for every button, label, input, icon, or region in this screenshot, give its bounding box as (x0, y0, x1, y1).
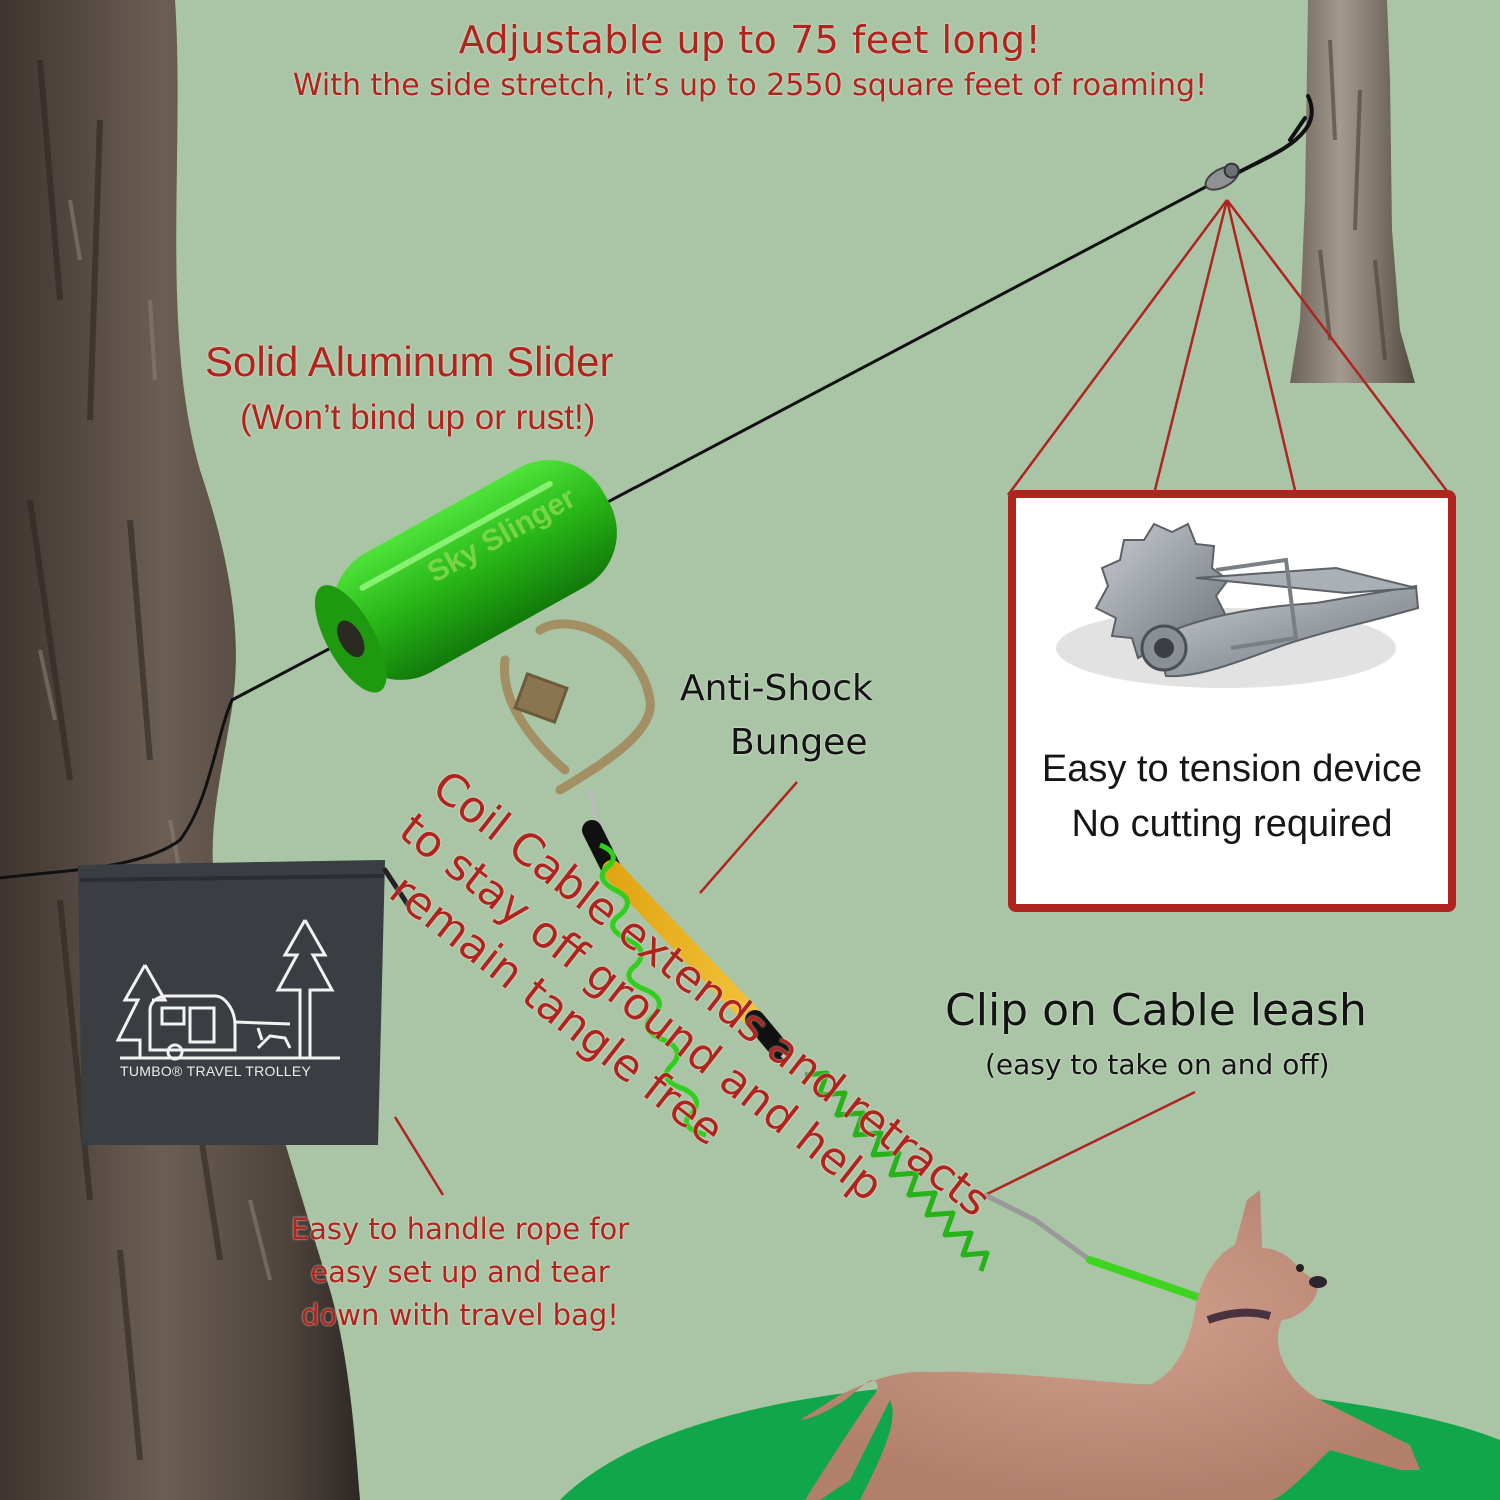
bungee-label-line2: Bungee (730, 722, 868, 763)
rope-leader-line (393, 1116, 445, 1196)
slider-subtitle: (Won’t bind up or rust!) (240, 398, 596, 437)
slider-title: Solid Aluminum Slider (205, 338, 614, 385)
tension-device-callout: Easy to tension device No cutting requir… (1008, 490, 1456, 912)
coil-cable (804, 1070, 990, 1272)
anti-shock-bungee (582, 789, 807, 1138)
tension-device-line2: No cutting required (1071, 803, 1393, 845)
cable-leash (983, 1192, 1239, 1314)
bungee-leader-line (699, 781, 798, 894)
headline-subtitle: With the side stretch, it’s up to 2550 s… (292, 68, 1208, 103)
bungee-label-line1: Anti-Shock (680, 668, 873, 709)
ratchet-tensioner-photo (1056, 522, 1420, 688)
leash-subtitle: (easy to take on and off) (985, 1048, 1330, 1081)
rope-loop (499, 619, 655, 795)
headline-title: Adjustable up to 75 feet long! (458, 18, 1042, 62)
ratchet-tensioner-small (1204, 162, 1240, 191)
rope-bag-label: Easy to handle rope for easy set up and … (290, 1212, 630, 1332)
tensioner-leader-lines (1006, 199, 1451, 496)
dog-illustration (800, 1190, 1420, 1500)
aluminum-slider: Sky Slinger (314, 460, 617, 693)
bag-brand-text: TUMBO® TRAVEL TROLLEY (120, 1063, 312, 1079)
leash-title: Clip on Cable leash (945, 985, 1367, 1036)
tension-device-line1: Easy to tension device (1041, 748, 1423, 790)
travel-bag (78, 860, 411, 1145)
right-tree-trunk (1290, 0, 1415, 383)
leash-leader-line (984, 1090, 1196, 1197)
